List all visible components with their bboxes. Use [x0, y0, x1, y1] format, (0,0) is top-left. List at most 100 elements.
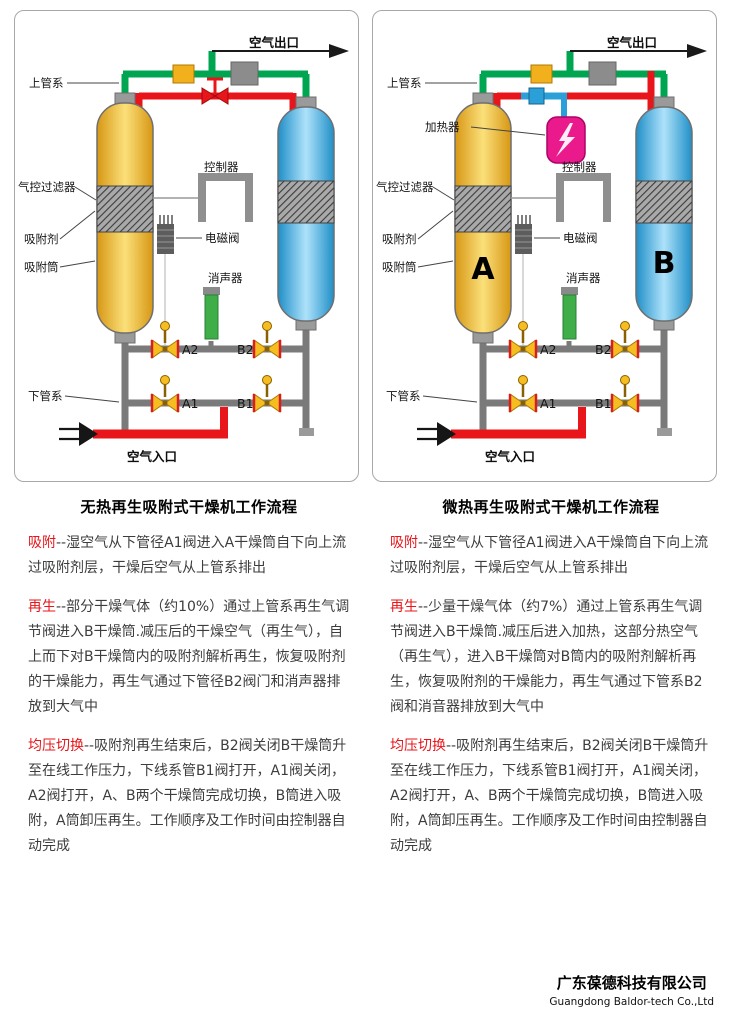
controller-box	[153, 173, 253, 222]
section-text: --吸附剂再生结束后，B2阀关闭B干燥筒升至在线工作压力，下线系管B1阀打开，A…	[28, 738, 347, 854]
heated-title: 微热再生吸附式干燥机工作流程	[442, 498, 660, 516]
solenoid-valve-assembly	[157, 215, 174, 345]
muffler-assembly	[561, 287, 578, 340]
valve-b1	[610, 375, 640, 413]
section-keyword: 均压切换	[390, 738, 446, 754]
filter-label: 气控过滤器	[18, 180, 76, 194]
adsorber-tube-label: 吸附筒	[24, 260, 59, 274]
valve-b1	[252, 375, 282, 413]
lightning-icon	[556, 123, 575, 157]
section-switching: 均压切换--吸附剂再生结束后，B2阀关闭B干燥筒升至在线工作压力，下线系管B1阀…	[28, 734, 350, 859]
valve-b1-label: B1	[595, 396, 612, 411]
section-text: --湿空气从下管径A1阀进入A干燥筒自下向上流过吸附剂层，干燥后空气从上管系排出	[28, 535, 347, 576]
pipe-fittings	[528, 61, 617, 164]
adsorber-tube-label: 吸附筒	[382, 260, 417, 274]
valve-a2	[508, 321, 538, 359]
outlet-arrow-icon	[687, 44, 707, 58]
tanks: A B	[454, 92, 693, 344]
section-switching: 均压切换--吸附剂再生结束后，B2阀关闭B干燥筒升至在线工作压力，下线系管B1阀…	[390, 734, 712, 859]
air-inlet-label: 空气入口	[485, 449, 535, 464]
section-adsorption: 吸附--湿空气从下管径A1阀进入A干燥筒自下向上流过吸附剂层，干燥后空气从上管系…	[390, 531, 712, 581]
heatless-diagram-svg: 空气出口 上管系 气控过滤器 吸附剂 吸附筒 控制器 电磁阀 消声器 A2 B2…	[18, 35, 349, 464]
valve-a1	[150, 375, 180, 413]
lower-pipe-label: 下管系	[386, 389, 421, 403]
upper-pipe-label: 上管系	[387, 76, 422, 90]
valve-b2-label: B2	[595, 342, 612, 357]
heatless-title: 无热再生吸附式干燥机工作流程	[80, 498, 298, 516]
heater	[546, 116, 586, 164]
section-regeneration: 再生--部分干燥气体（约10%）通过上管系再生气调节阀进入B干燥筒.减压后的干燥…	[28, 595, 350, 720]
flow-arrows	[417, 44, 707, 446]
valve-a1-label: A1	[540, 396, 557, 411]
solenoid-label: 电磁阀	[563, 231, 598, 245]
tank-a-letter: A	[471, 252, 495, 287]
section-keyword: 再生	[28, 599, 56, 615]
upper-pipe-label: 上管系	[29, 76, 64, 90]
inlet-arrow-icon	[59, 422, 98, 446]
solenoid-label: 电磁阀	[205, 231, 240, 245]
muffler-label: 消声器	[208, 271, 243, 285]
valve-a2	[150, 321, 180, 359]
valve-b2-label: B2	[237, 342, 254, 357]
controller-label: 控制器	[204, 160, 239, 174]
section-regeneration: 再生--少量干燥气体（约7%）通过上管系再生气调节阀进入B干燥筒.减压后进入加热…	[390, 595, 712, 720]
inlet-arrow-icon	[417, 422, 456, 446]
adsorbent-bed-b	[635, 180, 693, 224]
diagram-labels: 空气出口 上管系 气控过滤器 吸附剂 吸附筒 控制器 电磁阀 消声器 A2 B2…	[18, 35, 299, 464]
muffler-label: 消声器	[566, 271, 601, 285]
heated-diagram-svg: A B	[376, 35, 707, 464]
company-footer: 广东葆德科技有限公司 Guangdong Baldor-tech Co.,Ltd	[549, 972, 714, 1008]
diagram-panel-heated: A B	[372, 10, 717, 482]
company-name-cn: 广东葆德科技有限公司	[556, 974, 707, 992]
air-outlet-label: 空气出口	[249, 35, 299, 50]
valve-b2	[252, 321, 282, 359]
section-text: --吸附剂再生结束后，B2阀关闭B干燥筒升至在线工作压力，下线系管B1阀打开，A…	[390, 738, 709, 854]
yellow-fitting	[172, 64, 195, 84]
valve-a2-label: A2	[182, 342, 199, 357]
filter-label: 气控过滤器	[376, 180, 434, 194]
adsorbent-label: 吸附剂	[24, 232, 59, 246]
lower-pipe-label: 下管系	[28, 389, 63, 403]
tank-b-letter: B	[653, 246, 676, 281]
heater-label: 加热器	[425, 120, 460, 134]
pipe-end-cap	[657, 428, 672, 436]
pipe-end-cap	[299, 428, 314, 436]
heatless-description: 无热再生吸附式干燥机工作流程 吸附--湿空气从下管径A1阀进入A干燥筒自下向上流…	[28, 496, 350, 859]
section-keyword: 均压切换	[28, 738, 84, 754]
section-keyword: 吸附	[390, 535, 418, 551]
section-text: --湿空气从下管径A1阀进入A干燥筒自下向上流过吸附剂层，干燥后空气从上管系排出	[390, 535, 709, 576]
muffler-assembly	[203, 287, 220, 340]
controller-label: 控制器	[562, 160, 597, 174]
diagram-panel-heatless: 空气出口 上管系 气控过滤器 吸附剂 吸附筒 控制器 电磁阀 消声器 A2 B2…	[14, 10, 359, 482]
yellow-fitting	[530, 64, 553, 84]
section-adsorption: 吸附--湿空气从下管径A1阀进入A干燥筒自下向上流过吸附剂层，干燥后空气从上管系…	[28, 531, 350, 581]
valve-b2	[610, 321, 640, 359]
company-name-en: Guangdong Baldor-tech Co.,Ltd	[549, 996, 714, 1008]
adsorbent-bed-b	[277, 180, 335, 224]
flow-arrows	[59, 44, 349, 446]
adsorbent-bed-a	[96, 185, 154, 233]
adsorbent-bed-a	[454, 185, 512, 233]
leader-lines	[59, 82, 202, 403]
air-inlet-label: 空气入口	[127, 449, 177, 464]
section-text: --部分干燥气体（约10%）通过上管系再生气调节阀进入B干燥筒.减压后的干燥空气…	[28, 599, 350, 715]
section-keyword: 再生	[390, 599, 418, 615]
gray-fitting	[588, 61, 617, 86]
tanks	[96, 92, 335, 344]
regulating-valve	[201, 77, 229, 105]
air-outlet-label: 空气出口	[607, 35, 657, 50]
diagram-labels: 空气出口 上管系 加热器 气控过滤器 吸附剂 吸附筒 控制器 电磁阀 消声器 A…	[376, 35, 657, 464]
valve-b1-label: B1	[237, 396, 254, 411]
leader-lines	[417, 82, 560, 403]
section-keyword: 吸附	[28, 535, 56, 551]
valve-a1-label: A1	[182, 396, 199, 411]
pipe-fittings	[172, 61, 259, 105]
controller-box	[511, 173, 611, 222]
heated-description: 微热再生吸附式干燥机工作流程 吸附--湿空气从下管径A1阀进入A干燥筒自下向上流…	[390, 496, 712, 859]
outlet-arrow-icon	[329, 44, 349, 58]
section-text: --少量干燥气体（约7%）通过上管系再生气调节阀进入B干燥筒.减压后进入加热，这…	[390, 599, 703, 715]
valve-a2-label: A2	[540, 342, 557, 357]
blue-fitting	[528, 87, 545, 105]
upper-pipes	[121, 50, 329, 111]
adsorbent-label: 吸附剂	[382, 232, 417, 246]
